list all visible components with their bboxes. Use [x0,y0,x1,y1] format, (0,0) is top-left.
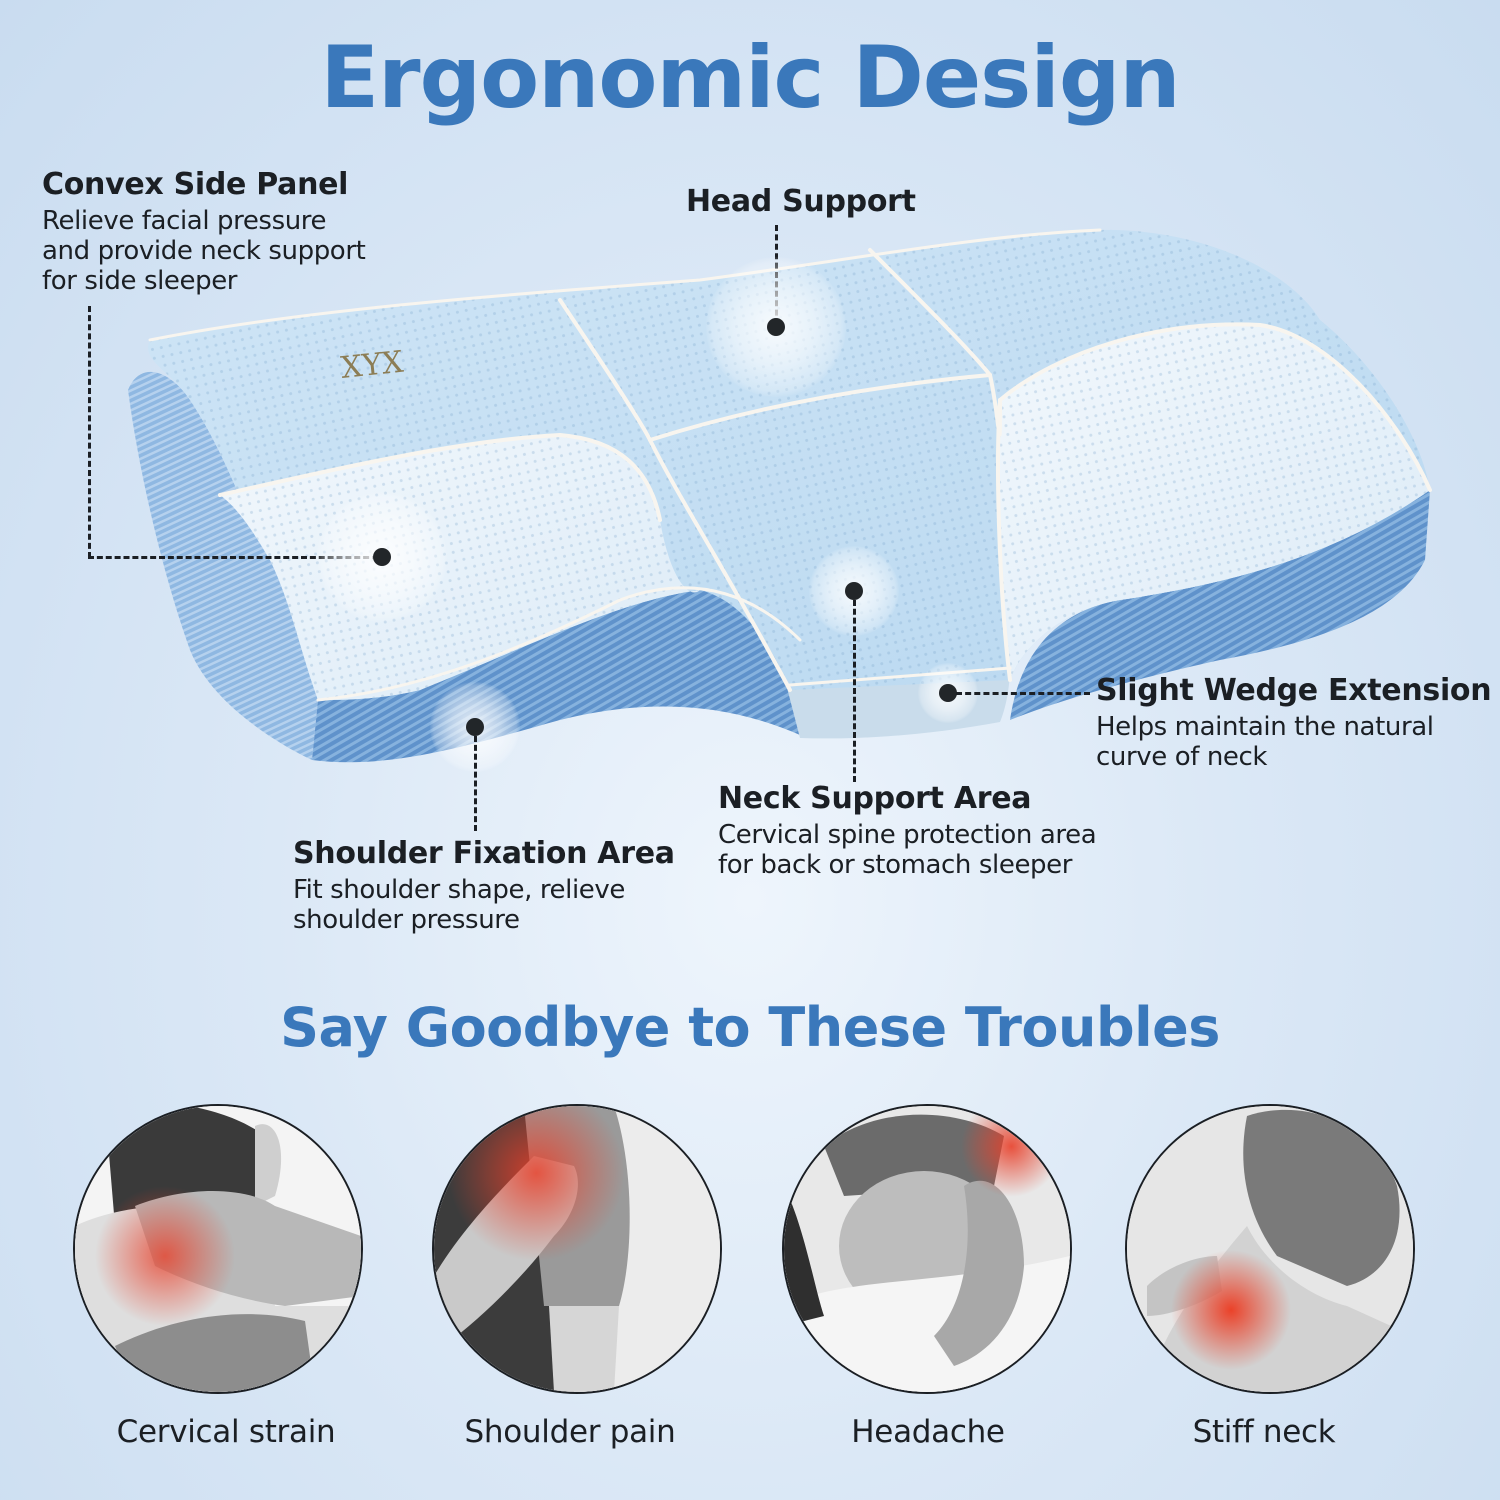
callout-line [474,736,477,831]
callout-slight-wedge-extension: Slight Wedge Extension Helps maintain th… [1096,673,1492,773]
page-title: Ergonomic Design [320,28,1180,128]
callout-line [88,556,378,559]
callout-title: Neck Support Area [718,781,1032,816]
callout-description: Relieve facial pressure and provide neck… [42,206,366,296]
trouble-label: Headache [851,1414,1005,1450]
callout-title: Head Support [686,184,916,219]
callout-head-support: Head Support [686,187,916,223]
troubles-title: Say Goodbye to These Troubles [280,996,1220,1059]
shoulder-pain-photo [432,1104,722,1394]
cervical-strain-photo [73,1104,363,1394]
callout-title: Shoulder Fixation Area [293,836,675,871]
hotspot-marker-head-support[interactable] [767,318,785,336]
callout-convex-side-panel: Convex Side Panel Relieve facial pressur… [42,167,366,297]
trouble-label: Shoulder pain [464,1414,676,1450]
callout-description: Fit shoulder shape, relieve shoulder pre… [293,875,625,935]
contour-pillow-image: XYX [128,228,1432,763]
callout-line [853,600,856,782]
hotspot-marker-slight-wedge[interactable] [939,684,957,702]
callout-neck-support-area: Neck Support Area Cervical spine protect… [718,781,1097,881]
callout-description: Cervical spine protection area for back … [718,820,1097,880]
headache-photo [782,1104,1072,1394]
svg-text:XYX: XYX [339,345,405,386]
hotspot-marker-neck-support[interactable] [845,582,863,600]
callout-line [956,692,1090,695]
trouble-label: Stiff neck [1192,1414,1336,1450]
callout-line [88,306,91,558]
trouble-label: Cervical strain [116,1414,336,1450]
hotspot-marker-shoulder-fixation[interactable] [466,718,484,736]
callout-description: Helps maintain the natural curve of neck [1096,712,1434,772]
stiff-neck-photo [1125,1104,1415,1394]
hotspot-marker-convex-side-panel[interactable] [373,548,391,566]
callout-shoulder-fixation-area: Shoulder Fixation Area Fit shoulder shap… [293,836,675,936]
callout-title: Slight Wedge Extension [1096,673,1492,708]
callout-title: Convex Side Panel [42,167,349,202]
